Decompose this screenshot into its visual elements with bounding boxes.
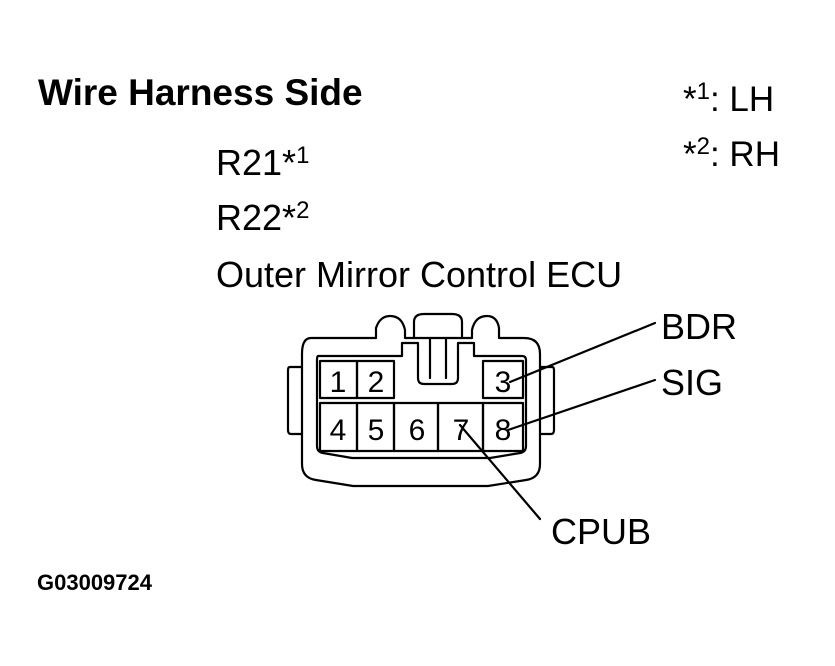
connector-code-mark: *: [282, 142, 297, 183]
note-mark: *: [683, 80, 697, 119]
note-number: 1: [696, 78, 710, 105]
connector-code-note: 2: [296, 197, 310, 224]
pin-number-7: 7: [453, 414, 470, 447]
note-mark: *: [683, 135, 697, 174]
note-text: : RH: [709, 135, 780, 174]
pin-number-5: 5: [368, 414, 385, 447]
leader-line-bdr: [508, 321, 657, 384]
diagram-title: Wire Harness Side: [38, 72, 363, 113]
connector-side-tab-right: [538, 365, 556, 436]
pin-number-6: 6: [409, 414, 426, 447]
note-number: 2: [696, 133, 710, 160]
connector-side-tab-left: [286, 365, 304, 436]
figure-code: G03009724: [37, 570, 152, 595]
pin-number-2: 2: [368, 366, 385, 399]
connector-inner-frame: [315, 341, 528, 460]
connector-housing: [300, 314, 542, 488]
pin-label-cpub: CPUB: [551, 511, 652, 552]
connector-code-r21: R21*1: [216, 142, 310, 183]
pin-cell-2: [355, 359, 396, 400]
connector-code-text: R21: [216, 142, 283, 183]
pin-number-8: 8: [495, 414, 512, 447]
connector-lock-latch: [412, 312, 464, 340]
note-rh: *2: RH: [683, 135, 780, 174]
connector-code-text: R22: [216, 197, 283, 238]
pin-label-sig: SIG: [661, 362, 724, 403]
note-lh: *1: LH: [683, 80, 775, 119]
pin-number-1: 1: [330, 366, 347, 399]
pin-number-3: 3: [495, 366, 512, 399]
connector-code-r22: R22*2: [216, 197, 310, 238]
pin-label-bdr: BDR: [661, 306, 738, 347]
pin-cell-3: [481, 359, 525, 400]
pin-number-4: 4: [330, 414, 347, 447]
connector-code-note: 1: [296, 142, 310, 169]
leader-line-sig: [506, 378, 657, 432]
pin-cell-8: [481, 401, 525, 453]
connector-lock-inner: [428, 336, 448, 380]
connector-name: Outer Mirror Control ECU: [216, 254, 623, 295]
leader-line-cpub: [458, 423, 542, 521]
connector-code-mark: *: [282, 197, 297, 238]
note-text: : LH: [709, 80, 775, 119]
